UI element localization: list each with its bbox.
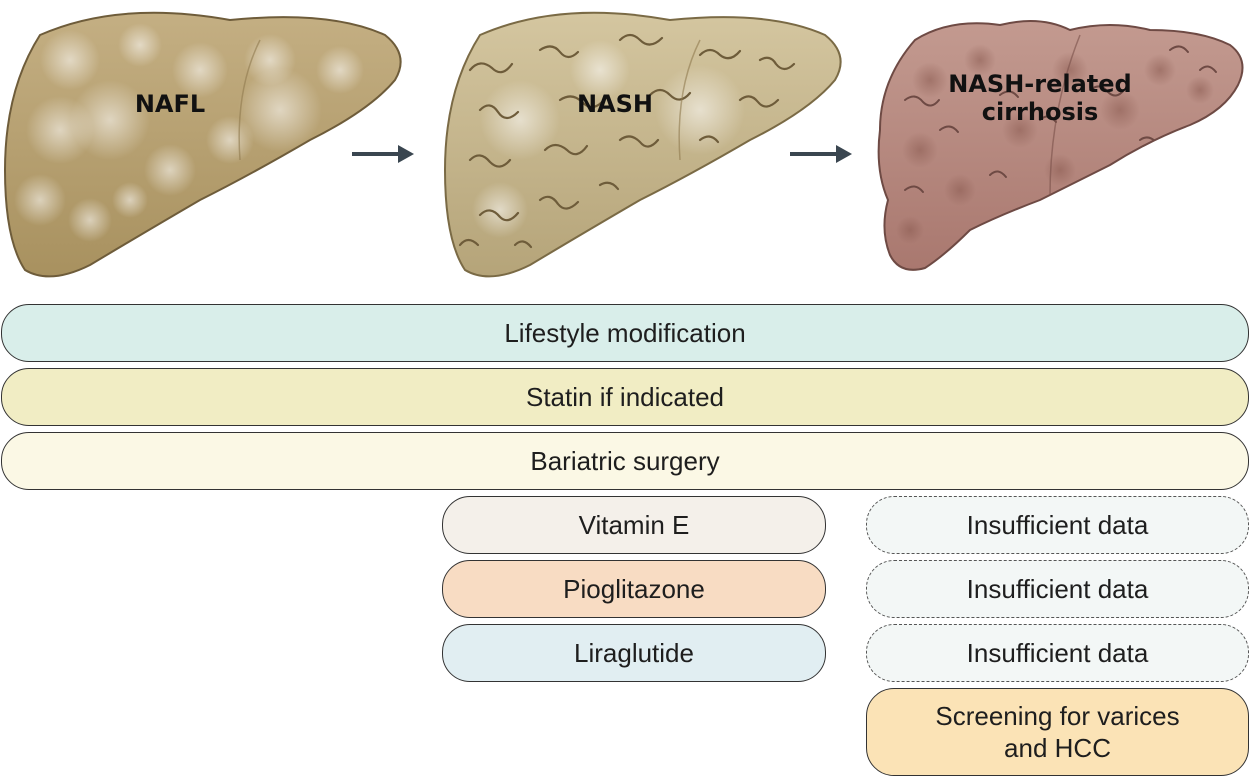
insufficient-data-liraglutide: Insufficient data — [866, 624, 1249, 682]
screening-label-line2: and HCC — [1004, 733, 1111, 763]
liver-illustrations — [3, 11, 1244, 278]
pioglitazone-label: Pioglitazone — [563, 574, 705, 604]
bariatric-surgery-bar: Bariatric surgery — [1, 432, 1249, 490]
insufficient-data-pioglitazone: Insufficient data — [866, 560, 1249, 618]
nafl-liver — [3, 11, 402, 278]
screening-label-line1: Screening for varices — [935, 701, 1180, 731]
insufficient-data-vitamin-e: Insufficient data — [866, 496, 1249, 554]
bariatric-surgery-label: Bariatric surgery — [530, 446, 720, 476]
pioglitazone-bar: Pioglitazone — [442, 560, 826, 618]
statin-label: Statin if indicated — [525, 382, 724, 412]
liraglutide-bar: Liraglutide — [442, 624, 826, 682]
insufficient-data-label: Insufficient data — [966, 510, 1149, 540]
progression-arrow-1 — [352, 145, 414, 163]
statin-bar: Statin if indicated — [1, 368, 1249, 426]
vitamin-e-bar: Vitamin E — [442, 496, 826, 554]
cirrhosis-label-line1: NASH-related — [948, 70, 1132, 98]
liraglutide-label: Liraglutide — [574, 638, 694, 668]
cirrhotic-liver — [877, 20, 1244, 271]
insufficient-data-label: Insufficient data — [966, 638, 1149, 668]
insufficient-data-label: Insufficient data — [966, 574, 1149, 604]
nash-label: NASH — [576, 90, 654, 118]
nash-liver — [443, 11, 842, 278]
nafl-label: NAFL — [134, 90, 206, 118]
cirrhosis-label: NASH-related cirrhosis — [920, 70, 1160, 126]
screening-varices-hcc-bar: Screening for varices and HCC — [866, 688, 1249, 776]
vitamin-e-label: Vitamin E — [578, 510, 690, 540]
lifestyle-modification-label: Lifestyle modification — [504, 318, 746, 348]
cirrhosis-label-line2: cirrhosis — [981, 98, 1099, 126]
lifestyle-modification-bar: Lifestyle modification — [1, 304, 1249, 362]
progression-arrow-2 — [790, 145, 852, 163]
